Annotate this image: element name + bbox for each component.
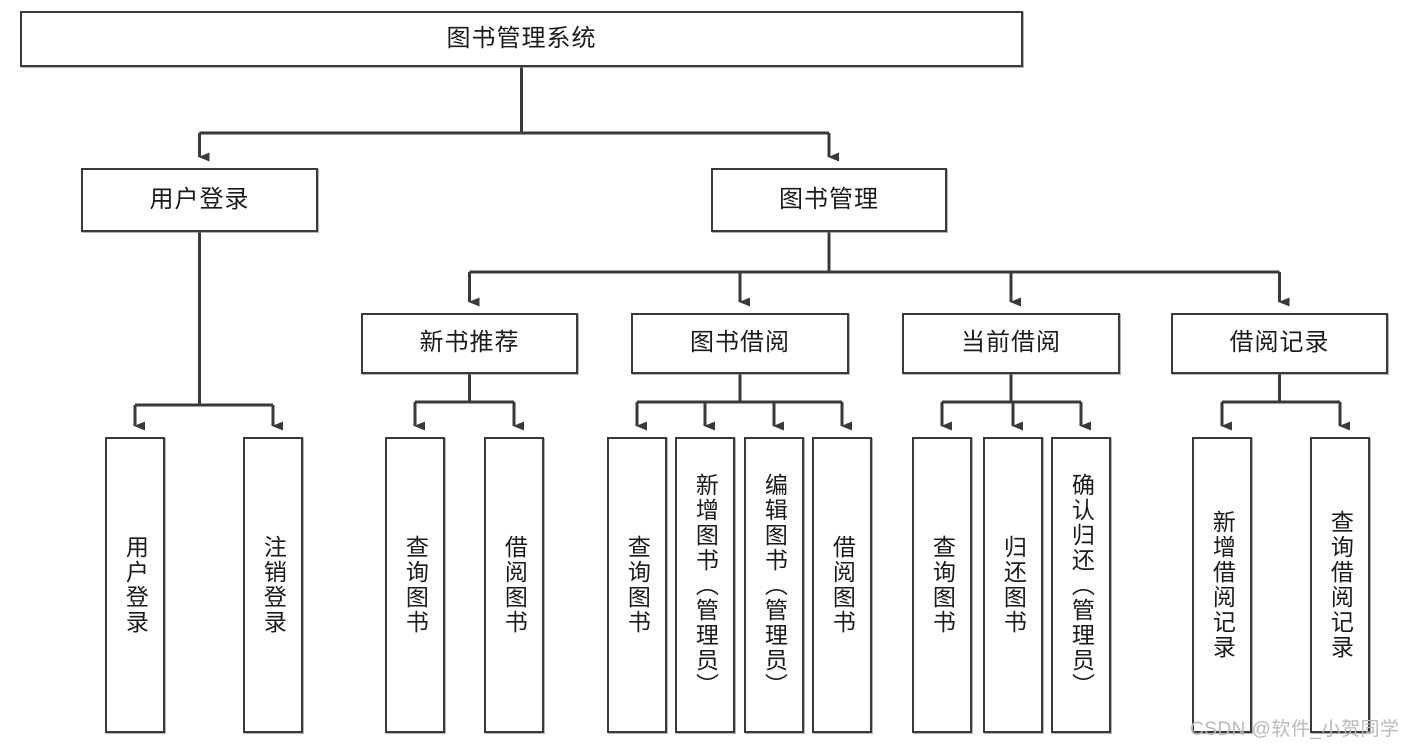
node-book-management[interactable]: 图书管理 <box>711 168 947 232</box>
node-label: 新增图书（管理员） <box>692 472 719 698</box>
node-label: 查询借阅记录 <box>1327 510 1354 660</box>
node-leaf-user-logout[interactable]: 注销登录 <box>243 437 303 733</box>
node-current-borrow[interactable]: 当前借阅 <box>902 313 1120 374</box>
node-label: 查询图书 <box>402 535 429 635</box>
node-label: 图书管理 <box>779 185 879 213</box>
node-book-borrow[interactable]: 图书借阅 <box>631 313 849 374</box>
node-leaf-confirm-return[interactable]: 确认归还（管理员） <box>1051 437 1111 733</box>
node-leaf-user-login[interactable]: 用户登录 <box>105 437 165 733</box>
node-label: 新书推荐 <box>419 329 520 357</box>
node-leaf-edit-book[interactable]: 编辑图书（管理员） <box>744 437 804 733</box>
node-label: 当前借阅 <box>961 329 1061 357</box>
node-label: 借阅图书 <box>501 535 528 635</box>
node-borrow-record[interactable]: 借阅记录 <box>1171 313 1388 374</box>
node-label: 借阅记录 <box>1229 329 1330 357</box>
node-leaf-return-book[interactable]: 归还图书 <box>983 437 1043 733</box>
node-root[interactable]: 图书管理系统 <box>20 11 1023 67</box>
node-label: 图书借阅 <box>690 329 790 357</box>
node-leaf-query-borrow-record[interactable]: 查询借阅记录 <box>1310 437 1370 733</box>
node-leaf-query-book-new[interactable]: 查询图书 <box>385 437 445 733</box>
node-new-book-recommend[interactable]: 新书推荐 <box>361 313 578 374</box>
node-label: 用户登录 <box>149 185 250 213</box>
node-leaf-query-book-current[interactable]: 查询图书 <box>912 437 972 733</box>
node-label: 查询图书 <box>624 535 651 635</box>
node-label: 用户登录 <box>122 535 149 635</box>
csdn-watermark: CSDN @软件_小贺同学 <box>1190 719 1400 740</box>
node-leaf-borrow-book-new[interactable]: 借阅图书 <box>484 437 544 733</box>
node-user-login[interactable]: 用户登录 <box>81 168 318 232</box>
node-leaf-borrow-book[interactable]: 借阅图书 <box>812 437 872 733</box>
node-leaf-add-book[interactable]: 新增图书（管理员） <box>675 437 735 733</box>
node-label: 归还图书 <box>1000 535 1027 635</box>
node-leaf-query-book-borrow[interactable]: 查询图书 <box>607 437 667 733</box>
node-label: 新增借阅记录 <box>1209 510 1236 660</box>
node-label: 确认归还（管理员） <box>1068 472 1095 698</box>
node-label: 借阅图书 <box>829 535 856 635</box>
node-leaf-add-borrow-record[interactable]: 新增借阅记录 <box>1192 437 1252 733</box>
node-label: 查询图书 <box>929 535 956 635</box>
node-label: 编辑图书（管理员） <box>761 472 788 698</box>
node-label: 注销登录 <box>260 535 287 635</box>
node-label: 图书管理系统 <box>446 24 597 52</box>
